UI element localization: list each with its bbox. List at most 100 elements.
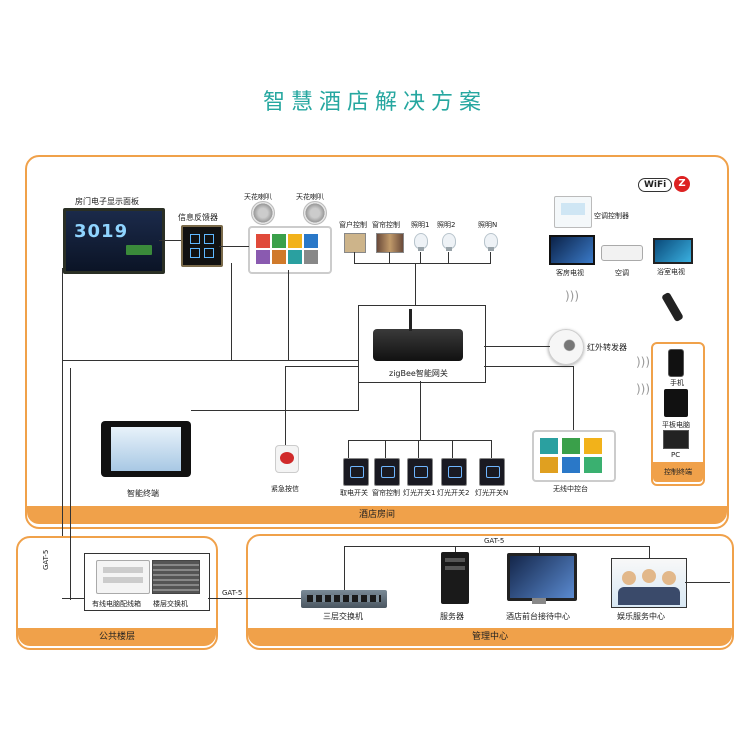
- page-title: 智慧酒店解决方案: [262, 90, 487, 115]
- connector-line: [285, 366, 358, 367]
- light-switch-2-device: [441, 458, 467, 486]
- gateway-device: [373, 329, 463, 361]
- ac-controller-label: 空调控制器: [594, 212, 629, 220]
- zigbee-icon: Z: [674, 176, 690, 192]
- light-switch-1-device: [407, 458, 433, 486]
- light-switch-n-label: 灯光开关N: [475, 489, 509, 497]
- connector-line: [344, 546, 345, 590]
- wiring-box-device: [96, 560, 150, 594]
- air-conditioner-label: 空调: [615, 269, 629, 277]
- tablet-device: [664, 389, 688, 417]
- core-switch-device: [301, 590, 387, 608]
- connector-line: [358, 381, 359, 411]
- wifi-signal-icon: ))): [636, 382, 651, 396]
- door-number: 3019: [74, 221, 129, 242]
- light-switch-1-label: 灯光开关1: [403, 489, 436, 497]
- connector-line: [484, 346, 550, 347]
- connector-line: [191, 410, 358, 411]
- ceiling-speaker-icon: [303, 201, 327, 225]
- connector-line: [573, 366, 574, 430]
- connector-line: [354, 263, 491, 264]
- ceiling-speaker-2-label: 天花喇叭: [296, 193, 324, 201]
- wireless-center-device: [532, 430, 616, 482]
- remote-control-band: 控制终端: [653, 462, 703, 482]
- wifi-badge: WiFi: [638, 178, 673, 192]
- connector-line: [285, 366, 286, 445]
- connector-line: [159, 240, 181, 241]
- connector-line: [62, 598, 84, 599]
- management-band: 管理中心: [248, 628, 732, 646]
- ac-controller-device: [554, 196, 592, 228]
- connector-line: [348, 440, 349, 458]
- window-image: [344, 233, 366, 253]
- pc-label: PC: [671, 451, 681, 459]
- monitor-stand: [532, 598, 546, 604]
- bulb-icon: [484, 233, 498, 251]
- info-feedback-device: [181, 225, 223, 267]
- connector-line: [208, 598, 301, 599]
- gat5-mid-label: GAT-5: [222, 589, 243, 597]
- connector-line: [452, 440, 453, 458]
- lighting-n-label: 照明N: [478, 221, 498, 229]
- light-switch-n-device: [479, 458, 505, 486]
- ir-repeater-device: [548, 329, 584, 365]
- connector-line: [70, 368, 71, 600]
- pc-device: [663, 430, 689, 449]
- room-control-tablet: [248, 226, 332, 274]
- power-switch-label: 取电开关: [340, 489, 368, 497]
- wiring-box-label: 有线电脑配线箱: [92, 600, 141, 608]
- connector-line: [288, 270, 289, 360]
- connector-line: [455, 546, 456, 552]
- door-panel-screen: 3019: [63, 208, 165, 274]
- lighting-1-label: 照明1: [411, 221, 430, 229]
- connector-line: [420, 381, 421, 441]
- wifi-signal-icon: ))): [565, 289, 580, 303]
- emergency-button-device: [275, 445, 299, 473]
- connector-line: [415, 263, 416, 305]
- connector-line: [354, 252, 355, 264]
- air-conditioner-device: [601, 245, 643, 261]
- entertainment-photo: [611, 558, 687, 608]
- door-panel-label: 房门电子显示面板: [75, 197, 139, 206]
- connector-line: [484, 366, 574, 367]
- core-switch-label: 三层交换机: [323, 612, 363, 621]
- gat5-top-label: GAT-5: [484, 537, 505, 545]
- front-desk-label: 酒店前台接待中心: [506, 612, 570, 621]
- connector-line: [448, 252, 449, 264]
- connector-line: [62, 360, 358, 361]
- server-label: 服务器: [440, 612, 464, 621]
- connector-line: [418, 440, 419, 458]
- hotel-room-band: 酒店房间: [27, 506, 727, 524]
- bathroom-tv-label: 浴室电视: [657, 268, 685, 276]
- phone-label: 手机: [670, 379, 684, 387]
- connector-line: [420, 252, 421, 264]
- connector-line: [389, 252, 390, 264]
- power-switch-device: [343, 458, 369, 486]
- lighting-2-label: 照明2: [437, 221, 456, 229]
- entertainment-label: 娱乐服务中心: [617, 612, 665, 621]
- ir-repeater-label: 红外转发器: [587, 343, 627, 352]
- wifi-signal-icon: ))): [636, 355, 651, 369]
- connector-line: [649, 546, 650, 558]
- curtain-control-1-label: 窗户控制: [339, 221, 367, 229]
- wireless-center-label: 无线中控台: [553, 485, 588, 493]
- connector-line: [385, 440, 386, 458]
- guest-tv-device: [549, 235, 595, 265]
- curtain-image: [376, 233, 404, 253]
- curtain-switch-device: [374, 458, 400, 486]
- curtain-switch-label: 窗帘控制: [372, 489, 400, 497]
- bathroom-tv-device: [653, 238, 693, 264]
- connector-line: [685, 582, 730, 583]
- connector-line: [491, 440, 492, 458]
- emergency-call-label: 紧急按信: [271, 485, 299, 493]
- server-device: [441, 552, 469, 604]
- phone-device: [668, 349, 684, 377]
- connector-line: [62, 268, 63, 598]
- connector-line: [231, 263, 232, 360]
- public-floor-band: 公共楼层: [18, 628, 216, 646]
- smart-terminal-device: [101, 421, 191, 477]
- connector-line: [348, 440, 492, 441]
- ceiling-speaker-1-label: 天花喇叭: [244, 193, 272, 201]
- door-panel-status-icons: [126, 245, 152, 255]
- tablet-label: 平板电脑: [662, 421, 690, 429]
